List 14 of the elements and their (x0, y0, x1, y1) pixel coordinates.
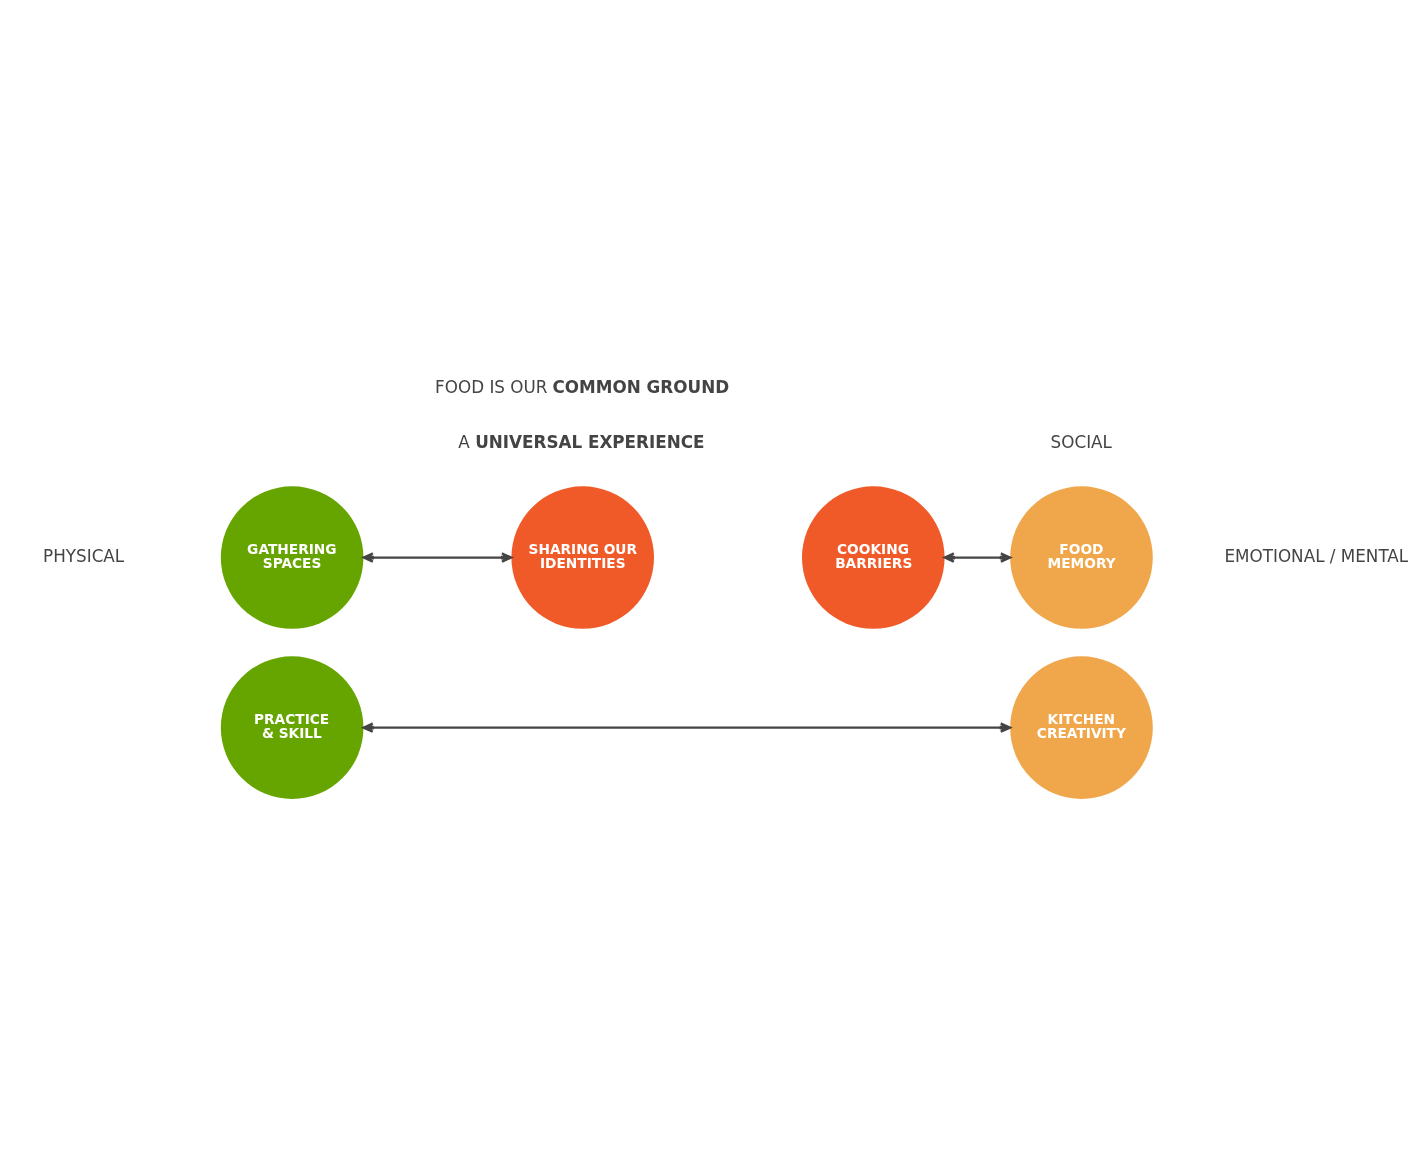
label: SOCIAL (1050, 432, 1112, 453)
node-circle: PRACTICE & SKILL (220, 656, 364, 799)
node-circle: SHARING OUR IDENTITIES (511, 486, 654, 629)
arrow (362, 722, 1012, 733)
node-circle: COOKING BARRIERS (801, 486, 945, 629)
arrow (943, 552, 1012, 563)
node-circle: GATHERING SPACES (220, 486, 364, 629)
node-circle: KITCHEN CREATIVITY (1010, 656, 1153, 799)
label: FOOD IS OUR COMMON GROUND (435, 377, 730, 398)
arrow (362, 552, 513, 563)
label: PHYSICAL (43, 545, 125, 566)
label: EMOTIONAL / MENTAL (1224, 545, 1409, 566)
node-circle: FOOD MEMORY (1010, 486, 1153, 629)
label: A UNIVERSAL EXPERIENCE (458, 432, 705, 453)
